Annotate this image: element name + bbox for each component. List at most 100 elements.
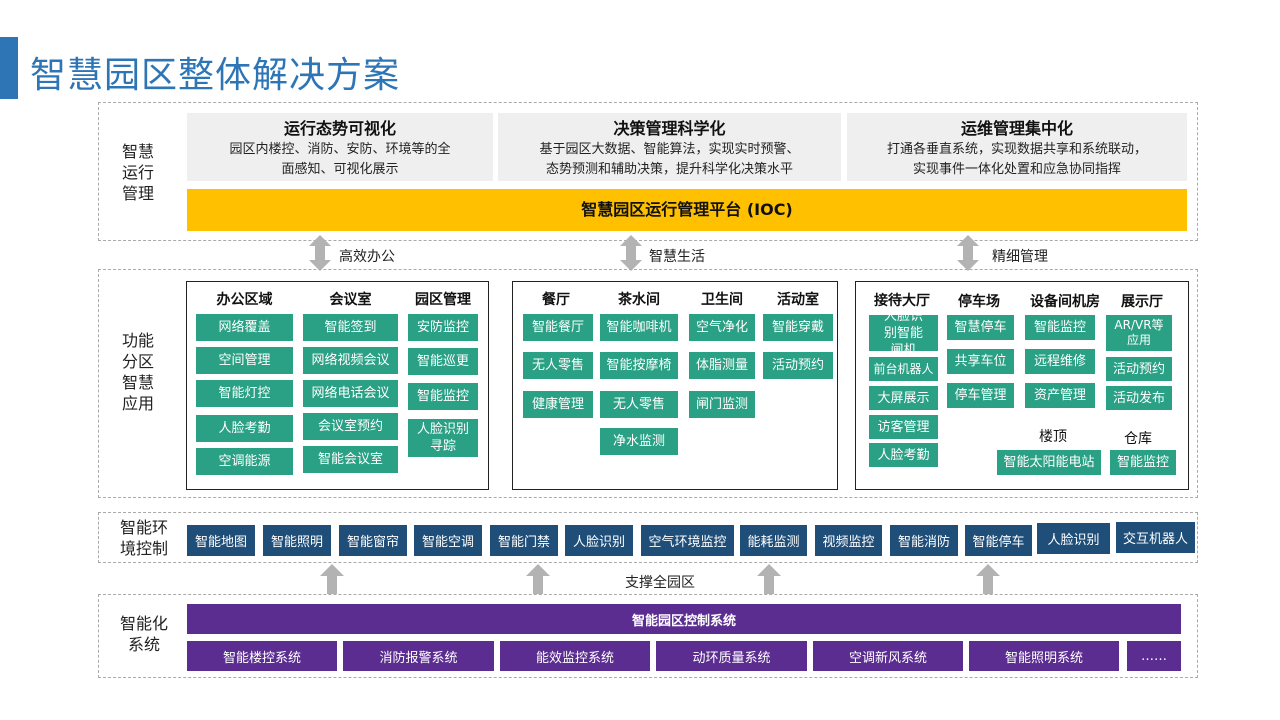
ioc-platform-bar: 智慧园区运行管理平台 (IOC) bbox=[187, 189, 1187, 231]
reception-item[interactable]: 人脸识别智能闸机 bbox=[869, 309, 938, 358]
arrow-label-life: 智慧生活 bbox=[649, 249, 705, 265]
warehouse-item[interactable]: 智能监控 bbox=[1110, 450, 1176, 475]
meeting-item[interactable]: 智能会议室 bbox=[303, 446, 398, 473]
exhibition-item[interactable]: 活动预约 bbox=[1106, 357, 1172, 381]
office-item[interactable]: 人脸考勤 bbox=[196, 415, 293, 442]
equipment-room-header: 设备间机房 bbox=[1030, 294, 1100, 310]
visualization-card: 运行态势可视化 园区内楼控、消防、安防、环境等的全 面感知、可视化展示 bbox=[187, 113, 493, 181]
parking-item[interactable]: 停车管理 bbox=[947, 383, 1014, 408]
env-item[interactable]: 智能地图 bbox=[187, 525, 255, 556]
system-item[interactable]: 能效监控系统 bbox=[500, 641, 650, 671]
reception-item[interactable]: 访客管理 bbox=[869, 415, 938, 439]
systems-section-label: 智能化 系统 bbox=[119, 614, 168, 654]
equipment-item[interactable]: 资产管理 bbox=[1025, 383, 1095, 408]
park-item[interactable]: 智能监控 bbox=[408, 383, 478, 410]
env-item[interactable]: 空气环境监控 bbox=[641, 525, 734, 556]
exhibition-item[interactable]: 活动发布 bbox=[1106, 386, 1172, 410]
up-arrow-icon bbox=[976, 564, 1000, 594]
function-section bbox=[98, 269, 1198, 498]
tea-room-item[interactable]: 净水监测 bbox=[600, 428, 678, 455]
env-item[interactable]: 智能停车 bbox=[965, 525, 1032, 556]
parking-item[interactable]: 共享车位 bbox=[947, 349, 1014, 374]
reception-hall-header: 接待大厅 bbox=[874, 293, 930, 309]
env-item[interactable]: 交互机器人 bbox=[1116, 522, 1195, 553]
office-item[interactable]: 空调能源 bbox=[196, 448, 293, 475]
support-label: 支撑全园区 bbox=[625, 575, 695, 591]
activity-room-item[interactable]: 活动预约 bbox=[763, 352, 833, 379]
reception-item[interactable]: 大屏展示 bbox=[869, 386, 938, 410]
up-arrow-icon bbox=[320, 564, 344, 594]
decision-card: 决策管理科学化 基于园区大数据、智能算法，实现实时预警、 态势预测和辅助决策，提… bbox=[498, 113, 841, 181]
system-item[interactable]: 智能楼控系统 bbox=[187, 641, 337, 671]
meeting-item[interactable]: 智能签到 bbox=[303, 314, 398, 341]
card-desc: 打通各垂直系统，实现数据共享和系统联动， 实现事件一体化处置和应急协同指挥 bbox=[886, 142, 1147, 177]
card-title: 运行态势可视化 bbox=[283, 119, 396, 138]
env-item[interactable]: 人脸识别 bbox=[1037, 523, 1110, 554]
up-arrow-icon bbox=[757, 564, 781, 594]
park-item[interactable]: 智能巡更 bbox=[408, 348, 478, 375]
exhibition-hall-header: 展示厅 bbox=[1121, 294, 1163, 310]
office-area-header: 办公区域 bbox=[216, 292, 273, 308]
reception-item[interactable]: 人脸考勤 bbox=[869, 443, 938, 467]
restroom-item[interactable]: 闸门监测 bbox=[689, 391, 755, 418]
card-title: 运维管理集中化 bbox=[960, 119, 1073, 138]
system-item[interactable]: 智能照明系统 bbox=[969, 641, 1119, 671]
env-item[interactable]: 视频监控 bbox=[815, 525, 882, 556]
roof-label: 楼顶 bbox=[1039, 429, 1067, 445]
system-item[interactable]: 空调新风系统 bbox=[813, 641, 963, 671]
up-arrow-icon bbox=[526, 564, 550, 594]
meeting-room-header: 会议室 bbox=[329, 292, 372, 308]
activity-room-item[interactable]: 智能穿戴 bbox=[763, 314, 833, 341]
system-item[interactable]: 消防报警系统 bbox=[343, 641, 494, 671]
maintenance-card: 运维管理集中化 打通各垂直系统，实现数据共享和系统联动， 实现事件一体化处置和应… bbox=[847, 113, 1187, 181]
meeting-item[interactable]: 会议室预约 bbox=[303, 413, 398, 440]
meeting-item[interactable]: 网络电话会议 bbox=[303, 380, 398, 407]
system-item-more[interactable]: …… bbox=[1127, 641, 1181, 671]
equipment-item[interactable]: 智能监控 bbox=[1025, 315, 1095, 340]
restaurant-item[interactable]: 健康管理 bbox=[523, 391, 593, 418]
parking-lot-header: 停车场 bbox=[958, 294, 1000, 310]
restroom-item[interactable]: 体脂测量 bbox=[689, 352, 755, 379]
systems-section bbox=[98, 594, 1198, 678]
env-item[interactable]: 智能空调 bbox=[414, 525, 482, 556]
tea-room-item[interactable]: 智能按摩椅 bbox=[600, 352, 678, 379]
life-zone-box bbox=[512, 281, 838, 490]
double-arrow-icon bbox=[957, 235, 979, 271]
exhibition-item[interactable]: AR/VR等应用 bbox=[1106, 315, 1172, 351]
arrow-label-office: 高效办公 bbox=[339, 249, 395, 265]
office-item[interactable]: 智能灯控 bbox=[196, 380, 293, 407]
title-accent-bar bbox=[0, 37, 18, 99]
function-section-label: 功能 分区 智慧 应用 bbox=[121, 331, 154, 413]
card-desc: 园区内楼控、消防、安防、环境等的全 面感知、可视化展示 bbox=[229, 142, 451, 177]
parking-item[interactable]: 智慧停车 bbox=[947, 315, 1014, 340]
office-item[interactable]: 网络覆盖 bbox=[196, 314, 293, 341]
env-item[interactable]: 能耗监测 bbox=[740, 525, 807, 556]
env-item[interactable]: 智能门禁 bbox=[490, 525, 558, 556]
park-item[interactable]: 安防监控 bbox=[408, 314, 478, 341]
environment-section bbox=[98, 512, 1198, 563]
restaurant-header: 餐厅 bbox=[542, 292, 570, 308]
env-item[interactable]: 智能照明 bbox=[263, 525, 331, 556]
env-item[interactable]: 人脸识别 bbox=[565, 525, 633, 556]
equipment-item[interactable]: 远程维修 bbox=[1025, 349, 1095, 374]
restroom-header: 卫生间 bbox=[701, 292, 743, 308]
tea-room-header: 茶水间 bbox=[618, 292, 660, 308]
roof-item[interactable]: 智能太阳能电站 bbox=[997, 450, 1101, 475]
card-title: 决策管理科学化 bbox=[613, 119, 726, 138]
restroom-item[interactable]: 空气净化 bbox=[689, 314, 755, 341]
env-item[interactable]: 智能消防 bbox=[890, 525, 958, 556]
tea-room-item[interactable]: 智能咖啡机 bbox=[600, 314, 678, 341]
restaurant-item[interactable]: 智能餐厅 bbox=[523, 314, 593, 341]
meeting-item[interactable]: 网络视频会议 bbox=[303, 347, 398, 374]
warehouse-label: 仓库 bbox=[1124, 431, 1152, 447]
park-item[interactable]: 人脸识别寻踪 bbox=[408, 419, 478, 457]
operation-section bbox=[98, 102, 1198, 241]
office-item[interactable]: 空间管理 bbox=[196, 347, 293, 374]
restaurant-item[interactable]: 无人零售 bbox=[523, 352, 593, 379]
env-item[interactable]: 智能窗帘 bbox=[339, 525, 407, 556]
reception-item[interactable]: 前台机器人 bbox=[869, 357, 938, 381]
system-item[interactable]: 动环质量系统 bbox=[656, 641, 807, 671]
page-title: 智慧园区整体解决方案 bbox=[30, 55, 401, 96]
tea-room-item[interactable]: 无人零售 bbox=[600, 391, 678, 418]
arrow-label-manage: 精细管理 bbox=[992, 249, 1048, 265]
